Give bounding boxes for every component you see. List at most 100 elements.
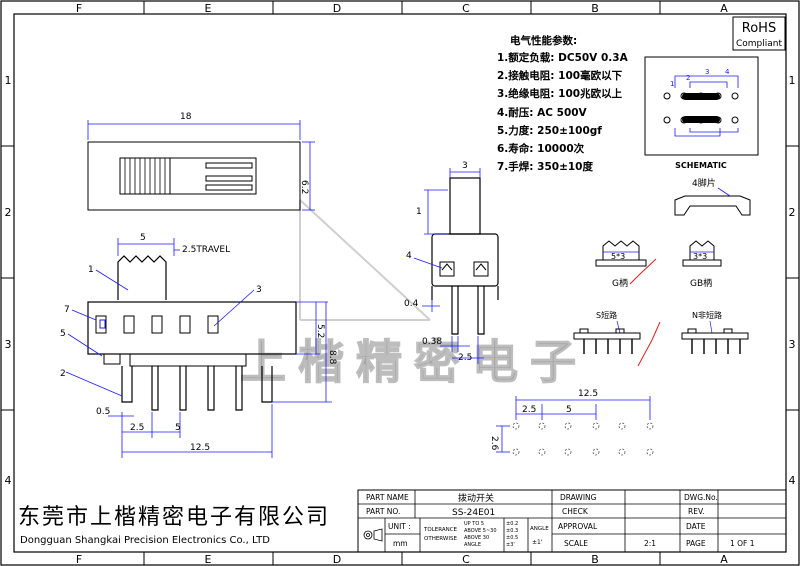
spec-item: 7.手焊: 350±10度: [497, 160, 593, 173]
spec-item: 1.额定负载: DC50V 0.3A: [497, 51, 629, 64]
travel-label: 2.5TRAVEL: [182, 245, 230, 255]
part-name-label: PART NAME: [366, 493, 409, 502]
zone-col-top: D: [333, 2, 341, 15]
callout-5: 5: [60, 329, 66, 339]
zone-col-top: B: [591, 2, 599, 15]
dim-pitch: 2.5: [130, 423, 144, 433]
n-label: N非短路: [692, 310, 722, 320]
fp-dim-span: 5: [566, 405, 572, 415]
callout-1: 1: [88, 265, 94, 275]
spec-item: 4.耐压: AC 500V: [497, 106, 588, 119]
spec-item: 5.力度: 250±100gf: [497, 124, 602, 137]
zone-labels: F E D C B A F E D C B A 1 2 3 4 1 2 3 4: [5, 2, 796, 566]
zone-col-bottom: A: [720, 553, 728, 566]
scale-value: 2:1: [644, 539, 656, 548]
fp-dim-row: 2.6: [489, 436, 499, 451]
dim-side-pitch: 2.5: [458, 353, 472, 363]
rev-label: REV.: [688, 507, 705, 516]
angle-value: ±1': [532, 539, 543, 546]
schematic-label: SCHEMATIC: [675, 161, 727, 170]
fp-dim-overall: 12.5: [578, 389, 598, 399]
zone-col-top: E: [205, 2, 212, 15]
zone-col-bottom: D: [333, 553, 341, 566]
title-block: PART NAME PART NO. 拨动开关 SS-24E01 UNIT : …: [357, 489, 787, 553]
tol-value: ±3': [506, 542, 515, 548]
drawing-label: DRAWING: [560, 493, 597, 502]
schematic: 1 2 3 4 SCHEMATIC: [644, 56, 759, 170]
zone-col-top: C: [462, 2, 470, 15]
part-no-value: SS-24E01: [452, 508, 495, 518]
check-label: CHECK: [562, 507, 589, 516]
g-label: G柄: [612, 277, 628, 289]
dim-total-height: 8.8: [327, 350, 337, 365]
callout-3: 3: [256, 285, 262, 295]
foot-detail: 4脚片: [674, 177, 751, 216]
rohs-subtitle: Compliant: [736, 39, 782, 49]
approval-label: APPROVAL: [558, 522, 598, 531]
page-label: PAGE: [686, 539, 706, 548]
top-view: 18 6.2: [87, 112, 315, 211]
dim-overall: 12.5: [190, 443, 210, 453]
date-label: DATE: [686, 522, 706, 531]
spec-item: 3.绝缘电阻: 100兆欧以上: [497, 87, 623, 100]
spec-item: 2.接触电阻: 100毫欧以下: [497, 69, 623, 82]
angle-label: ANGLE: [530, 526, 549, 532]
zone-col-bottom: B: [591, 553, 599, 566]
scale-label: SCALE: [564, 539, 588, 548]
foot-label: 4脚片: [692, 177, 716, 189]
page-value: 1 OF 1: [730, 539, 755, 548]
pcb-footprint: 12.5 2.5 5 2.6: [489, 389, 654, 456]
zone-col-bottom: F: [76, 553, 82, 566]
callout-7: 7: [64, 305, 70, 315]
zone-row-right: 2: [789, 206, 796, 219]
zone-col-top: A: [720, 2, 728, 15]
unit-label: UNIT :: [388, 522, 411, 531]
schematic-pin-number: 3: [705, 68, 709, 76]
callout-2: 2: [60, 369, 66, 379]
schematic-pin-number: 2: [686, 74, 690, 82]
s-label: S短路: [596, 310, 617, 320]
dim-handle-width: 3: [462, 161, 468, 171]
part-no-label: PART NO.: [366, 507, 400, 516]
tol-row: UP TO 5: [464, 521, 484, 527]
rohs-title: RoHS: [742, 21, 776, 36]
dim-actuator: 5: [140, 233, 146, 243]
zone-row-left: 3: [5, 338, 12, 351]
short-details: S短路 N非短路: [573, 310, 749, 367]
zone-row-left: 4: [5, 474, 12, 487]
dim-pin-thick: 0.4: [404, 299, 419, 309]
tolerance-label: TOLERANCE: [423, 527, 458, 533]
dim-length: 18: [180, 112, 192, 122]
zone-col-bottom: C: [462, 553, 470, 566]
tol-row: ABOVE 30: [464, 535, 489, 541]
tol-value: ±0.2: [506, 521, 518, 527]
front-view: 5 2.5TRAVEL 1 2 3 5 7 5.2 8.8 0.5 2.5 5 …: [60, 233, 337, 458]
gb-label: GB柄: [690, 277, 712, 289]
zone-row-left: 2: [5, 206, 12, 219]
projection-symbol-icon: [363, 528, 383, 542]
zone-col-bottom: E: [205, 553, 212, 566]
tol-value: ±0.3: [506, 528, 518, 534]
otherwise-label: OTHERWISE: [424, 536, 457, 542]
tol-row: ABOVE 5~30: [464, 528, 497, 534]
zone-row-right: 4: [789, 474, 796, 487]
g-size: 5*3: [611, 252, 625, 261]
dim-height: 6.2: [299, 180, 309, 194]
zone-row-right: 3: [789, 338, 796, 351]
schematic-pin-number: 1: [670, 80, 674, 88]
spec-heading: 电气性能参数:: [510, 34, 577, 47]
rohs-badge: RoHS Compliant: [732, 16, 786, 51]
tol-row: ANGLE: [464, 542, 481, 548]
company-name-en: Dongguan Shangkai Precision Electronics …: [20, 535, 270, 546]
dim-span: 5: [175, 423, 181, 433]
part-name-value: 拨动开关: [458, 492, 494, 504]
tol-value: ±0.5: [506, 535, 518, 541]
side-view: 3 1 4 0.4 0.38 2.5: [404, 161, 499, 364]
gb-size: 3*3: [693, 252, 707, 261]
spec-item: 6.寿命: 10000次: [497, 142, 585, 155]
spec-list: 电气性能参数: 1.额定负载: DC50V 0.3A 2.接触电阻: 100毫欧…: [497, 34, 629, 173]
dim-handle-height: 1: [416, 207, 422, 217]
company-block: 东莞市上楷精密电子有限公司 Dongguan Shangkai Precisio…: [18, 505, 328, 546]
